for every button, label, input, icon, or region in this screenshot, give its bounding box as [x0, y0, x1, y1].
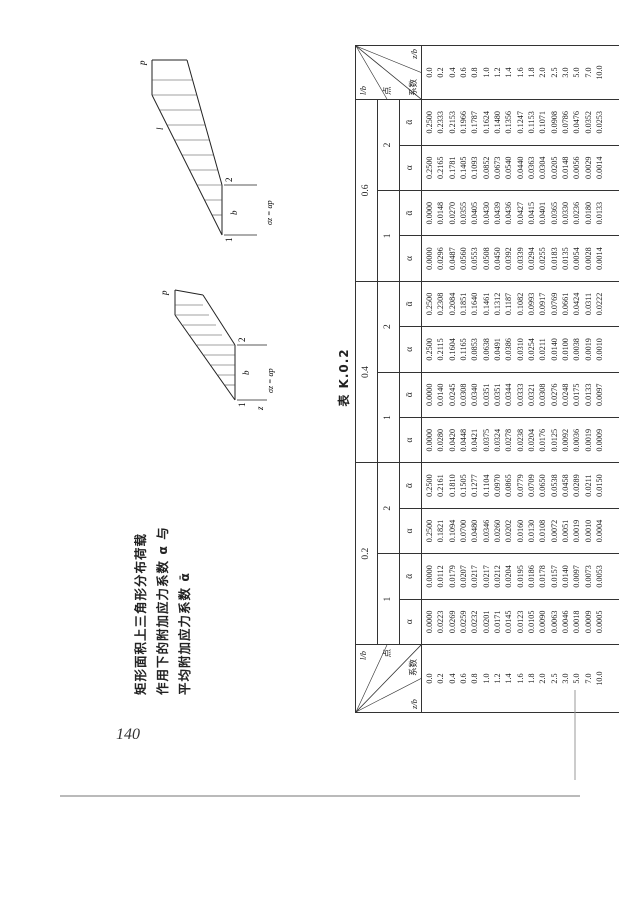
data-column: 0.0000 0.0223 0.0269 0.0259 0.0232 0.020…: [421, 599, 619, 645]
stress-coefficient-table: l/b 点 系数 z/b 0.2 0.4 0.6 l/b 点 系数 z/b 1: [355, 45, 619, 713]
data-column: 0.0000 0.0112 0.0179 0.0207 0.0217 0.021…: [421, 553, 619, 600]
point-header: 1: [377, 553, 400, 645]
alpha-header: α: [399, 326, 422, 373]
data-column: 0.2500 0.2333 0.2153 0.1966 0.1787 0.162…: [421, 99, 619, 146]
figure-label: σz = αp: [265, 200, 274, 225]
figure-label: p: [137, 60, 147, 66]
rotated-page: 矩形面积上三角形分布荷载 作用下的附加应力系数 α 与 平均附加应力系数 ᾱ p…: [125, 40, 619, 715]
figure-label: l: [155, 127, 165, 130]
triangular-load-figure-left: p 1 2 b z σz = αp: [159, 289, 275, 411]
point-header: 2: [377, 281, 400, 373]
corner-coef-right: 系数: [407, 78, 418, 96]
caption-line-3: 平均附加应力系数 ᾱ: [177, 572, 192, 695]
zb-column-left: 0.0 0.2 0.4 0.6 0.8 1.0 1.2 1.4 1.6 1.8 …: [421, 644, 619, 713]
triangular-load-figure-right: p 1 2 b l σz = αp: [137, 59, 274, 243]
figure-label: b: [241, 370, 251, 375]
alpha-header: α: [399, 508, 422, 554]
figure-label: 1: [224, 238, 234, 243]
coef-header-row: α ᾱ α ᾱ α ᾱ α ᾱ α ᾱ α ᾱ: [399, 46, 422, 713]
alpha-header: α: [399, 599, 422, 645]
data-column: 0.0000 0.0140 0.0245 0.0308 0.0340 0.035…: [421, 372, 619, 418]
figure-label: 2: [224, 178, 234, 183]
alpha-bar-header: ᾱ: [399, 190, 422, 236]
alpha-header: α: [399, 145, 422, 191]
data-column: 0.0000 0.0148 0.0270 0.0355 0.0405 0.043…: [421, 190, 619, 236]
data-column: 0.2500 0.2308 0.2084 0.1851 0.1640 0.146…: [421, 281, 619, 327]
alpha-header: α: [399, 235, 422, 282]
scan-artifact-edge: [574, 690, 576, 780]
data-column: 0.0000 0.0280 0.0420 0.0448 0.0421 0.037…: [421, 417, 619, 463]
corner-header-left: l/b 点 系数 z/b: [355, 644, 422, 713]
data-column: 0.2500 0.2161 0.1810 0.1505 0.1277 0.110…: [421, 462, 619, 509]
alpha-bar-header: ᾱ: [399, 372, 422, 418]
lb-header: 0.4: [355, 281, 378, 463]
caption-line-1: 矩形面积上三角形分布荷载: [133, 532, 148, 695]
corner-lb-right: l/b: [358, 86, 368, 95]
figure-label: σz = αp: [266, 368, 275, 393]
corner-header-right: l/b 点 系数 z/b: [355, 45, 422, 100]
scan-artifact-line: [60, 795, 580, 797]
corner-coef: 系数: [407, 658, 418, 676]
caption-line-2: 作用下的附加应力系数 α 与: [155, 526, 170, 695]
zb-column-right: 0.0 0.2 0.4 0.6 0.8 1.0 1.2 1.4 1.6 1.8 …: [421, 45, 619, 100]
figure-label: 1: [237, 403, 247, 408]
figure-label: p: [159, 290, 169, 296]
alpha-bar-header: ᾱ: [399, 462, 422, 509]
table-caption: 矩形面积上三角形分布荷载 作用下的附加应力系数 α 与 平均附加应力系数 ᾱ: [130, 525, 196, 695]
data-column: 0.2500 0.2165 0.1781 0.1405 0.1093 0.085…: [421, 145, 619, 191]
table-body-row: 0.0 0.2 0.4 0.6 0.8 1.0 1.2 1.4 1.6 1.8 …: [421, 45, 619, 713]
point-header: 2: [377, 462, 400, 554]
lb-header: 0.2: [355, 462, 378, 645]
figure-label: b: [229, 210, 239, 215]
corner-lb: l/b: [358, 651, 368, 660]
lb-header: 0.6: [355, 99, 378, 282]
corner-zb-right: z/b: [408, 49, 419, 59]
point-header: 2: [377, 99, 400, 191]
data-column: 0.2500 0.2115 0.1604 0.1165 0.0853 0.063…: [421, 326, 619, 373]
table-title: 表 K.0.2: [337, 348, 351, 407]
alpha-bar-header: ᾱ: [399, 281, 422, 327]
data-column: 0.0000 0.0296 0.0487 0.0560 0.0553 0.050…: [421, 235, 619, 282]
data-column: 0.2500 0.1821 0.1094 0.0700 0.0480 0.034…: [421, 508, 619, 554]
alpha-header: α: [399, 417, 422, 463]
figure-label: z: [255, 406, 265, 411]
alpha-bar-header: ᾱ: [399, 99, 422, 146]
figure-label: 2: [237, 338, 247, 343]
page-number: 140: [116, 726, 140, 743]
corner-zb: z/b: [408, 699, 419, 709]
corner-point-right: 点: [382, 86, 392, 95]
alpha-bar-header: ᾱ: [399, 553, 422, 600]
point-header: 1: [377, 190, 400, 282]
point-header: 1: [377, 372, 400, 463]
corner-point: 点: [382, 649, 392, 658]
